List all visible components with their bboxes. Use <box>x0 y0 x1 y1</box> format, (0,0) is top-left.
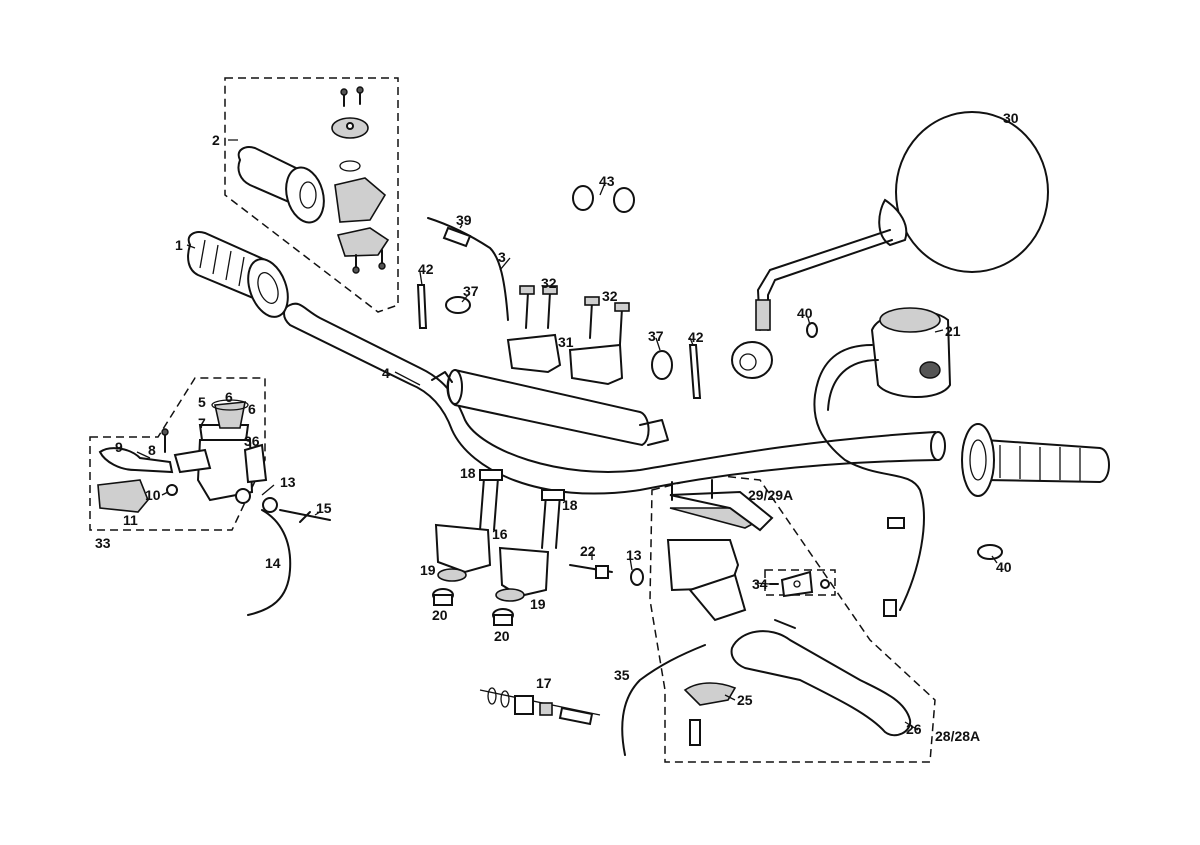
throttle-assembly <box>237 86 390 274</box>
clip-43-b <box>613 187 635 213</box>
banjo-washer-13b <box>262 497 278 513</box>
switch-assembly-21 <box>813 307 952 617</box>
washer-13-right <box>630 568 644 586</box>
switch-34 <box>769 570 830 598</box>
clip-40-bottom <box>977 544 1003 560</box>
label-7: 7 <box>198 415 206 431</box>
switch-34-outline <box>764 569 836 596</box>
label-28-28a: 28/28A <box>935 728 980 744</box>
label-42-left: 42 <box>418 261 434 277</box>
clutch-lever-group-outline <box>649 474 936 763</box>
lever-pivot-25 <box>683 682 737 706</box>
label-19-right: 19 <box>530 596 546 612</box>
right-grip <box>961 423 1110 497</box>
label-13-right: 13 <box>626 547 642 563</box>
label-17: 17 <box>536 675 552 691</box>
throttle-group-outline <box>224 77 399 313</box>
label-13-left: 13 <box>280 474 296 490</box>
label-42-right: 42 <box>688 329 704 345</box>
label-25: 25 <box>737 692 753 708</box>
label-18-left: 18 <box>460 465 476 481</box>
label-26: 26 <box>906 721 922 737</box>
label-30: 30 <box>1003 110 1019 126</box>
brake-hose-14 <box>247 509 292 616</box>
upper-clamps <box>506 285 630 386</box>
banjo-washer-13a <box>235 488 251 504</box>
lever-adjuster-bolt <box>774 619 796 629</box>
label-21: 21 <box>945 323 961 339</box>
label-1: 1 <box>175 237 183 253</box>
label-19-left: 19 <box>420 562 436 578</box>
label-34: 34 <box>752 576 768 592</box>
label-33: 33 <box>95 535 111 551</box>
cable-tie-42-left <box>416 284 428 329</box>
clutch-cable-35 <box>621 644 706 756</box>
clip-40-top <box>806 322 818 338</box>
label-9: 9 <box>115 439 123 455</box>
label-35: 35 <box>614 667 630 683</box>
label-37-right: 37 <box>648 328 664 344</box>
label-40-top: 40 <box>797 305 813 321</box>
pivot-bolt <box>689 719 701 746</box>
label-40-bottom: 40 <box>996 559 1012 575</box>
cable-end-39 <box>442 226 472 248</box>
left-grip <box>187 231 289 318</box>
label-43: 43 <box>599 173 615 189</box>
clip-37-left <box>445 296 471 314</box>
label-31: 31 <box>558 334 574 350</box>
throttle-cable <box>427 217 509 321</box>
brake-master-cylinder <box>97 399 268 513</box>
cable-tie-42-right <box>688 344 702 399</box>
clutch-lever-26 <box>730 630 912 737</box>
label-29-29a: 29/29A <box>748 487 793 503</box>
label-39: 39 <box>456 212 472 228</box>
label-14: 14 <box>265 555 281 571</box>
mirror <box>731 111 1049 379</box>
leader-lines <box>136 139 998 731</box>
label-6a: 6 <box>225 389 233 405</box>
label-36: 36 <box>244 433 260 449</box>
label-5: 5 <box>198 394 206 410</box>
label-22: 22 <box>580 543 596 559</box>
handlebar <box>283 302 946 495</box>
label-32-left: 32 <box>541 275 557 291</box>
label-37-left: 37 <box>463 283 479 299</box>
clip-43-a <box>572 185 594 211</box>
label-10: 10 <box>145 487 161 503</box>
label-2: 2 <box>212 132 220 148</box>
label-6b: 6 <box>248 401 256 417</box>
label-4: 4 <box>382 365 390 381</box>
lower-risers <box>432 469 565 626</box>
label-16: 16 <box>492 526 508 542</box>
brake-master-group-outline <box>89 377 266 531</box>
label-11: 11 <box>123 512 138 528</box>
banjo-bolt-15 <box>279 509 331 523</box>
label-8: 8 <box>148 442 156 458</box>
clutch-perch <box>666 479 774 622</box>
hardware-kit-17 <box>479 687 601 726</box>
clip-37-right <box>651 350 673 380</box>
label-15: 15 <box>316 500 332 516</box>
label-20-left: 20 <box>432 607 448 623</box>
label-20-right: 20 <box>494 628 510 644</box>
adjuster-nut-22 <box>595 565 609 579</box>
label-3: 3 <box>498 249 506 265</box>
label-18-right: 18 <box>562 497 578 513</box>
label-32-right: 32 <box>602 288 618 304</box>
